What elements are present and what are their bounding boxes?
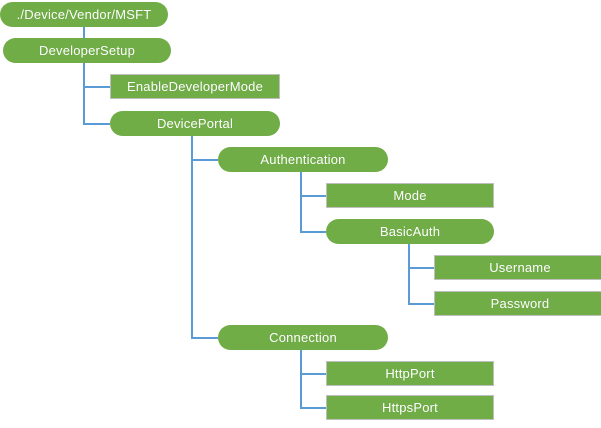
node-enabledevelopermode[interactable]: EnableDeveloperMode (110, 74, 280, 99)
node-password[interactable]: Password (434, 291, 601, 316)
node-deviceportal[interactable]: DevicePortal (110, 111, 280, 136)
connector-authentication-to-basicauth (300, 231, 326, 233)
connector-connection-trunk (300, 350, 302, 408)
connector-root-to-developersetup (83, 27, 85, 39)
connector-deviceportal-to-connection (191, 337, 218, 339)
connector-basicauth-to-username (408, 267, 434, 269)
node-httpsport[interactable]: HttpsPort (326, 395, 494, 420)
node-connection[interactable]: Connection (218, 325, 388, 350)
node-label-authentication: Authentication (260, 152, 346, 167)
node-label-root: ./Device/Vendor/MSFT (16, 7, 152, 22)
node-root[interactable]: ./Device/Vendor/MSFT (0, 2, 168, 27)
node-label-httpsport: HttpsPort (382, 400, 438, 415)
connector-deviceportal-to-authentication (191, 159, 218, 161)
node-authentication[interactable]: Authentication (218, 147, 388, 172)
connector-developersetup-to-enabledevelopermode (83, 86, 110, 88)
connector-authentication-to-mode (300, 195, 326, 197)
connector-basicauth-trunk (408, 244, 410, 304)
node-label-connection: Connection (269, 330, 337, 345)
node-label-username: Username (489, 260, 551, 275)
node-basicauth[interactable]: BasicAuth (326, 219, 494, 244)
connector-deviceportal-trunk (191, 136, 193, 338)
node-httpport[interactable]: HttpPort (326, 361, 494, 386)
connector-connection-to-httpport (300, 373, 326, 375)
node-label-password: Password (490, 296, 550, 311)
node-label-developersetup: DeveloperSetup (38, 43, 136, 58)
connector-authentication-trunk (300, 172, 302, 232)
connector-basicauth-to-password (408, 303, 434, 305)
node-mode[interactable]: Mode (326, 183, 494, 208)
connector-developersetup-to-deviceportal (83, 123, 110, 125)
node-label-httpport: HttpPort (385, 366, 435, 381)
node-label-deviceportal: DevicePortal (156, 116, 234, 131)
node-developersetup[interactable]: DeveloperSetup (3, 38, 171, 63)
node-username[interactable]: Username (434, 255, 601, 280)
node-label-enabledevelopermode: EnableDeveloperMode (126, 79, 264, 94)
connector-developersetup-trunk (83, 63, 85, 125)
node-label-basicauth: BasicAuth (379, 224, 441, 239)
connector-connection-to-httpsport (300, 407, 326, 409)
node-label-mode: Mode (393, 188, 427, 203)
